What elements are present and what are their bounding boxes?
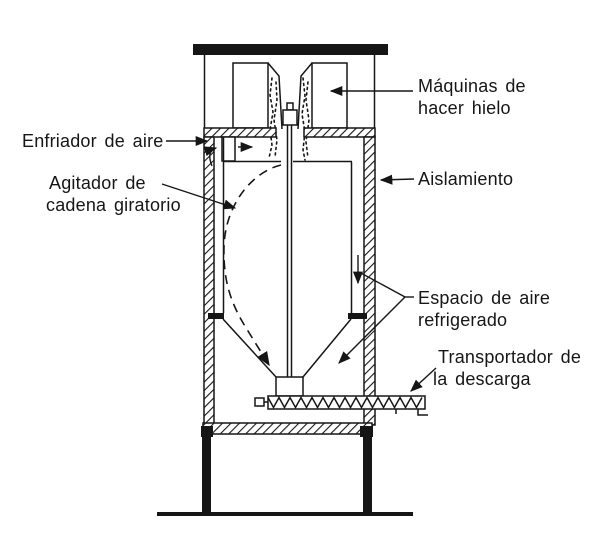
falling-ice-spray — [268, 77, 310, 161]
label-insulation: Aislamiento — [418, 169, 513, 189]
agitator-chain-arc — [223, 164, 282, 367]
label-agitator-line2: cadena giratorio — [46, 195, 181, 215]
label-ice-machines-line1: Máquinas de — [418, 76, 526, 96]
pointer-insulation — [379, 174, 415, 185]
support-leg-right — [363, 434, 372, 514]
ice-machine-left — [232, 62, 283, 130]
insulated-ceiling — [203, 127, 376, 138]
ground-line — [157, 512, 413, 516]
label-conveyor-line1: Transportador de — [438, 347, 581, 367]
discharge-outlet-box — [275, 376, 304, 397]
insulated-floor — [201, 422, 373, 437]
insulated-wall-left — [203, 136, 215, 426]
inner-bin — [208, 137, 367, 378]
insulated-wall-right — [363, 136, 376, 426]
label-agitator-line1: Agitador de — [49, 173, 146, 193]
airflow-arrow-curved-up — [203, 146, 218, 167]
agitator-drive-head — [282, 102, 298, 126]
upper-chamber-walls — [203, 55, 376, 130]
agitator-shaft — [286, 125, 293, 377]
pointer-conveyor — [410, 367, 437, 392]
discharge-screw-conveyor — [254, 395, 428, 416]
label-air-space-line1: Espacio de aire — [418, 288, 550, 308]
label-ice-machines-line2: hacer hielo — [418, 98, 511, 118]
label-air-cooler: Enfriador de aire — [22, 131, 163, 151]
pointer-agitator — [161, 183, 237, 210]
top-cap-plate — [193, 44, 388, 55]
label-conveyor-line2: la descarga — [433, 369, 532, 389]
label-air-space-line2: refrigerado — [418, 310, 507, 330]
pointer-air-space-fork — [338, 271, 414, 364]
support-leg-left — [202, 434, 211, 514]
